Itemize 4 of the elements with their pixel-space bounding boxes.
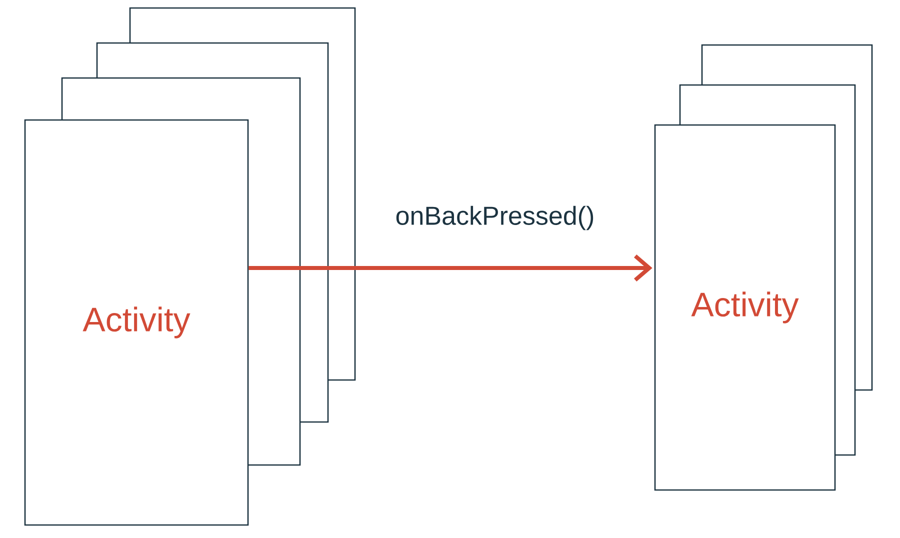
activity-card: Activity [24,119,249,526]
arrow [248,254,652,282]
activity-card: Activity [654,124,836,491]
edge-label: onBackPressed() [393,204,597,232]
